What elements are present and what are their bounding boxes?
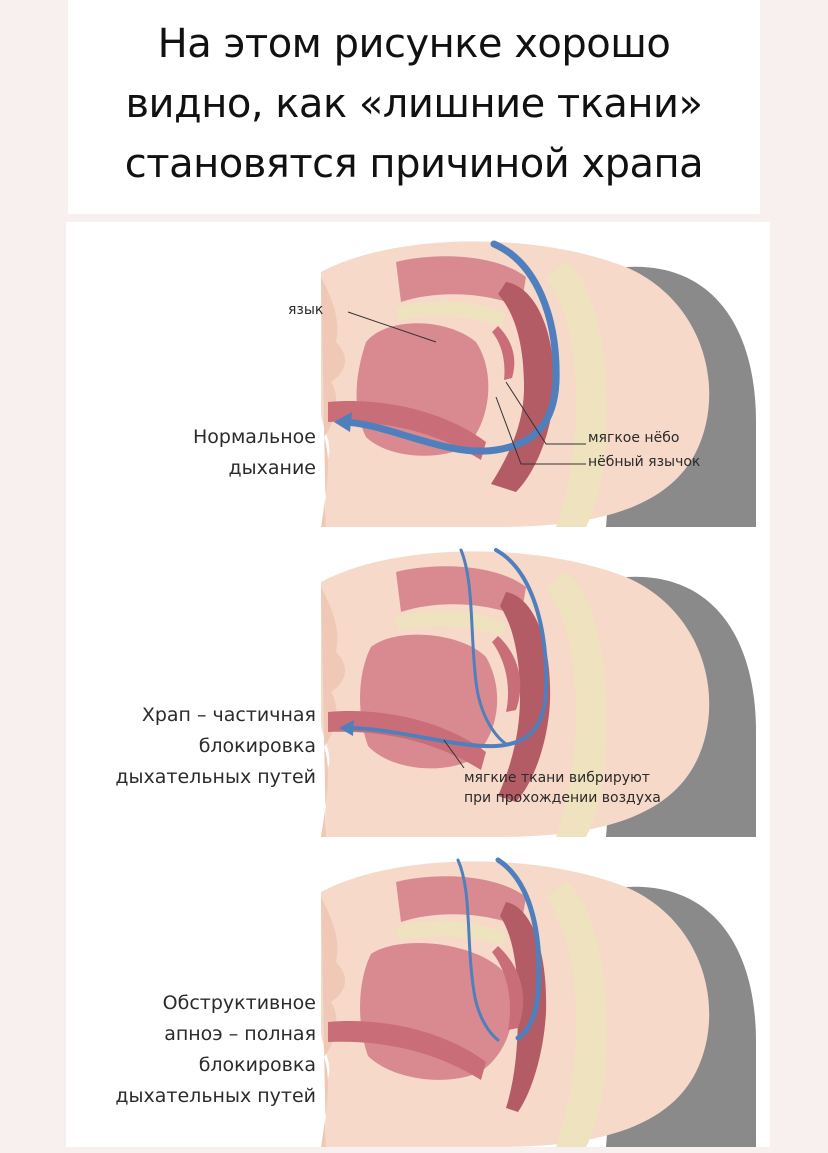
- airflow-arrowhead: [339, 720, 354, 736]
- label-snoring: Храп – частичная блокировка дыхательных …: [115, 704, 316, 788]
- panel-obstructive-apnea: Обструктивное апноэ – полная блокировка …: [66, 842, 770, 1147]
- title-line-3: становятся причиной храпа: [124, 141, 704, 187]
- hard-palate: [396, 921, 506, 946]
- callout-soft-palate: мягкое нёбо: [588, 430, 680, 446]
- head-cross-section-snoring: [321, 548, 756, 837]
- callout-line-vibration: [443, 739, 465, 769]
- airflow-line-blocked: [495, 857, 542, 1041]
- tongue-collapsed: [360, 942, 513, 1080]
- soft-palate: [492, 946, 524, 1030]
- callout-line-uvula: [495, 396, 586, 465]
- nasal-cavity: [396, 566, 526, 617]
- spine: [546, 572, 607, 837]
- label-obstructive-apnea: Обструктивное апноэ – полная блокировка …: [115, 992, 316, 1107]
- airflow-line-nasal: [459, 548, 508, 746]
- airflow-line: [344, 548, 549, 749]
- callout-vibration: мягкие ткани вибрируют при прохождении в…: [464, 770, 661, 806]
- title-line-1: На этом рисунке хорошо: [157, 21, 671, 67]
- spine: [546, 262, 607, 527]
- airflow-line-nasal: [456, 858, 500, 1042]
- pharynx-blocked: [500, 902, 547, 1112]
- trachea: [328, 401, 486, 460]
- airflow-arrow: [337, 240, 560, 455]
- label-normal-breathing: Нормальное дыхание: [192, 426, 316, 479]
- title-line-2: видно, как «лишние ткани»: [125, 81, 703, 127]
- callout-uvula: нёбный язычок: [588, 454, 701, 470]
- pharynx: [491, 282, 555, 492]
- hard-palate: [396, 611, 506, 636]
- nasal-cavity: [396, 256, 526, 307]
- head-cross-section-apnea: [321, 857, 756, 1147]
- callout-tongue: язык: [288, 302, 324, 318]
- hard-palate: [396, 301, 506, 326]
- pharynx-narrowed: [498, 592, 551, 802]
- nasal-cavity: [396, 876, 526, 927]
- soft-palate: [492, 636, 521, 712]
- trachea: [328, 1021, 486, 1080]
- soft-palate: [492, 326, 515, 380]
- title-box: На этом рисунке хорошо видно, как «лишни…: [68, 0, 760, 214]
- head-cross-section-normal: [321, 240, 756, 527]
- snoring-diagram: язык мягкое нёбо нёбный язычок Нормально…: [66, 222, 770, 1147]
- panel-snoring: мягкие ткани вибрируют при прохождении в…: [66, 532, 770, 837]
- panel-normal-breathing: язык мягкое нёбо нёбный язычок Нормально…: [66, 222, 770, 527]
- trachea: [328, 711, 486, 770]
- callout-line-soft-palate: [505, 381, 586, 445]
- spine: [546, 882, 607, 1147]
- callout-line-tongue: [347, 311, 437, 343]
- page-title: На этом рисунке хорошо видно, как «лишни…: [68, 0, 760, 194]
- airflow-arrowhead: [334, 412, 352, 432]
